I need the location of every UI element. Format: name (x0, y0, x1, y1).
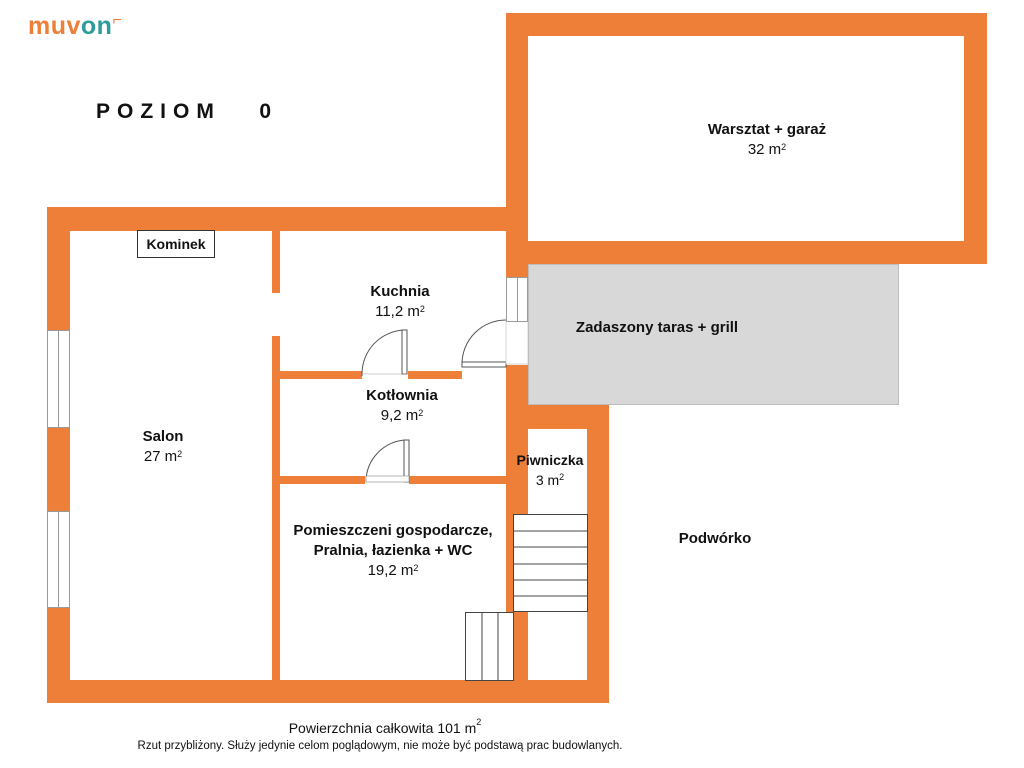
room-utility-label: Pomieszczeni gospodarcze, Pralnia, łazie… (282, 521, 504, 581)
room-living-label: Salon 27 m2 (113, 427, 213, 467)
room-workshop-name: Warsztat + garaż (707, 121, 827, 138)
stairs-cellar (513, 514, 588, 612)
disclaimer-text: Rzut przybliżony. Służy jedynie celom po… (137, 740, 623, 752)
room-utility-name-line1: Pomieszczeni gospodarcze, (293, 522, 493, 539)
yard-label: Podwórko (655, 529, 775, 549)
wall-salon-kitchen-upper (272, 230, 280, 293)
house-outer-wall-left (47, 207, 70, 703)
window-left-lower (47, 511, 70, 608)
room-living-area: 27 m (143, 448, 178, 465)
window-left-upper (47, 330, 70, 428)
total-area-caption: Powierzchnia całkowita 101 m2 (0, 717, 770, 736)
wall-kitchen-boiler-left (280, 371, 362, 379)
door-boiler-room[interactable] (364, 432, 414, 484)
window-terrace (506, 277, 528, 322)
room-boiler-unit-exp: 2 (418, 408, 424, 418)
fireplace-label: Kominek (137, 230, 215, 258)
wall-salon-kitchen-lower (272, 336, 280, 681)
room-terrace-name: Zadaszony taras + grill (575, 319, 739, 336)
wall-boiler-utility-left (280, 476, 365, 484)
logo-text-suffix: on (80, 12, 113, 40)
wall-boiler-utility-right (409, 476, 508, 484)
room-cellar-name: Piwniczka (516, 452, 584, 468)
room-workshop-label: Warsztat + garaż 32 m2 (667, 120, 867, 160)
room-kitchen-name: Kuchnia (370, 283, 430, 300)
cellar-outer-wall-right (587, 405, 609, 703)
wall-kitchen-boiler-right (408, 371, 462, 379)
workshop-room (528, 36, 964, 241)
room-cellar-label: Piwniczka 3 m2 (508, 450, 592, 490)
brand-logo: muvon⌐ (28, 12, 122, 41)
room-utility-area: 19,2 m (367, 562, 414, 579)
room-workshop-area: 32 m (747, 141, 782, 158)
room-kitchen-unit-exp: 2 (419, 304, 425, 314)
logo-mark-icon: ⌐ (112, 12, 123, 29)
room-cellar-unit-exp: 2 (559, 472, 565, 482)
room-kitchen-area: 11,2 m (375, 303, 420, 320)
room-boiler-name: Kotłownia (366, 387, 438, 404)
room-utility-unit-exp: 2 (413, 563, 419, 573)
room-living-name: Salon (142, 428, 184, 445)
door-kitchen[interactable] (360, 326, 412, 378)
room-boiler-area: 9,2 m (380, 407, 419, 424)
house-outer-wall-top (47, 207, 528, 231)
room-cellar-area: 3 m (535, 472, 560, 488)
room-utility-name-line2: Pralnia, łazienka + WC (313, 542, 473, 559)
yard-name: Podwórko (678, 530, 752, 547)
house-outer-wall-right-upper (506, 207, 528, 277)
room-terrace-label: Zadaszony taras + grill (557, 318, 757, 338)
stairs-utility (465, 612, 514, 681)
room-living-unit-exp: 2 (177, 449, 183, 459)
room-kitchen-label: Kuchnia 11,2 m2 (330, 282, 470, 322)
room-workshop-unit-exp: 2 (781, 142, 787, 152)
room-boiler-label: Kotłownia 9,2 m2 (332, 386, 472, 426)
house-outer-wall-bottom (47, 680, 609, 703)
door-terrace[interactable] (460, 318, 532, 370)
logo-text-prefix: muv (28, 12, 81, 40)
terrace-area (528, 264, 899, 405)
total-area-unit-exp: 2 (476, 717, 482, 727)
total-area-text: Powierzchnia całkowita 101 m (288, 720, 477, 736)
level-title: POZIOM 0 (96, 100, 279, 123)
